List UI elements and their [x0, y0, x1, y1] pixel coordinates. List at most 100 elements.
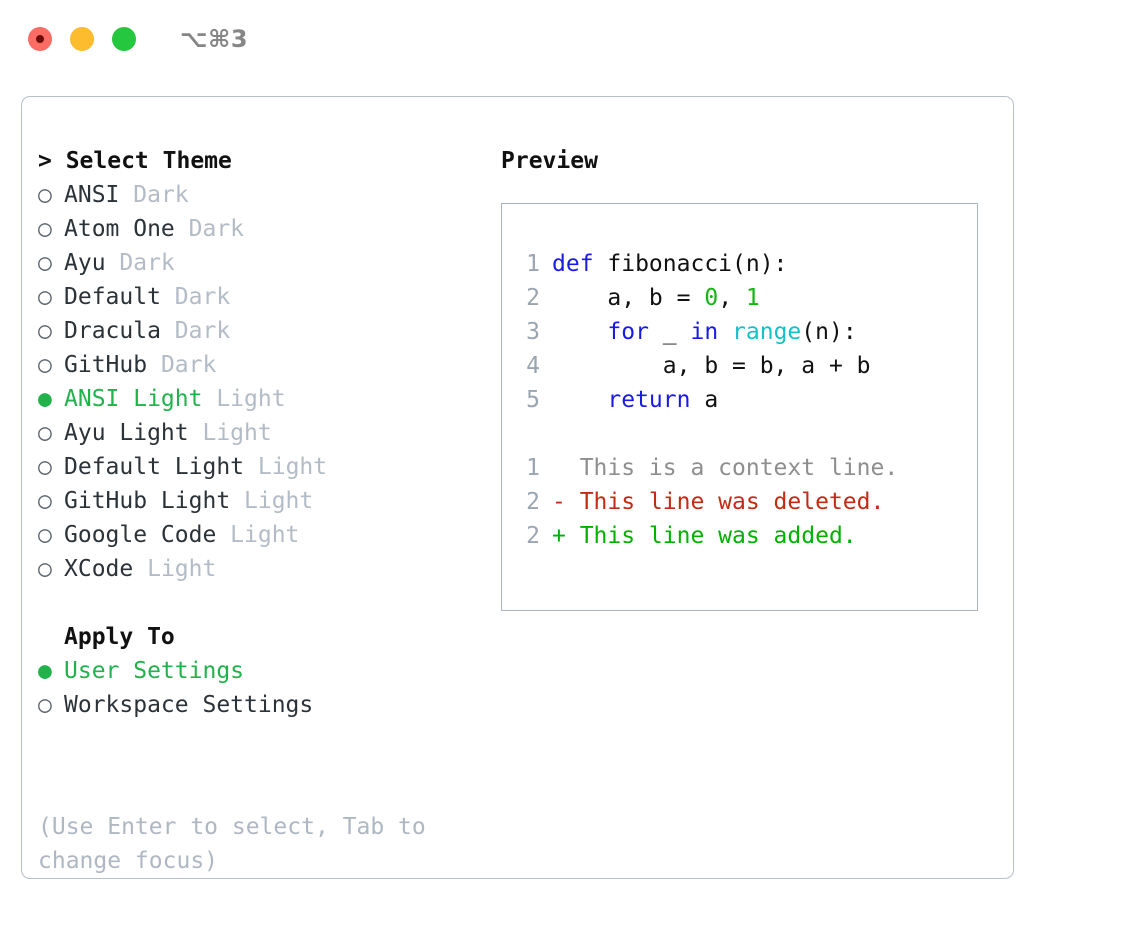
theme-variant-tag: Dark	[119, 250, 175, 276]
close-button-icon[interactable]	[28, 27, 52, 51]
radio-unselected-icon: ○	[38, 454, 52, 480]
code-token-txt: fibonacci(n):	[607, 251, 788, 277]
code-token-txt: ,	[718, 285, 746, 311]
code-token-txt: _	[648, 319, 691, 345]
theme-option-1[interactable]: ○ Atom One Dark	[38, 212, 498, 246]
code-token-num: 1	[745, 285, 760, 311]
theme-name: Ayu Light	[64, 420, 203, 446]
window-controls	[28, 27, 136, 51]
code-token-kw: for	[607, 319, 649, 345]
radio-unselected-icon: ○	[38, 692, 52, 718]
diff-lines: 1 This is a context line. 2 - This line wa…	[512, 451, 972, 553]
theme-option-5[interactable]: ○GitHub Dark	[38, 348, 498, 382]
code-line-4: 5 return a	[512, 383, 972, 417]
apply-to-option-1[interactable]: ○ Workspace Settings	[38, 688, 498, 722]
theme-variant-tag: Light	[244, 488, 314, 514]
theme-option-0[interactable]: ○ ANSI Dark	[38, 178, 498, 212]
theme-name: Ayu	[64, 250, 120, 276]
radio-unselected-icon: ○	[38, 522, 52, 548]
select-theme-header: > Select Theme	[38, 148, 232, 174]
line-number: 1	[526, 455, 540, 481]
apply-to-label: Workspace Settings	[64, 692, 314, 718]
theme-name: Atom One	[64, 216, 189, 242]
theme-name: Default Light	[64, 454, 258, 480]
theme-name: XCode	[64, 556, 148, 582]
theme-variant-tag: Dark	[188, 216, 245, 242]
apply-to-option-0[interactable]: ● User Settings	[38, 654, 498, 688]
theme-variant-tag: Dark	[133, 182, 189, 208]
code-line-2: 3 for _ in range(n):	[512, 315, 972, 349]
code-token-txt: (n):	[801, 319, 857, 345]
diff-line-2: 2+ This line was added.	[512, 519, 972, 553]
panel-columns: > Select Theme ○ANSI Dark○Atom One Dark○…	[22, 97, 1013, 878]
code-token-kw: in	[690, 319, 719, 345]
radio-unselected-icon: ○	[38, 250, 52, 276]
diff-line-0: 1 This is a context line.	[512, 451, 972, 485]
code-line-3: 4 a, b = b, a + b	[512, 349, 972, 383]
code-token-fn: range	[732, 319, 802, 345]
minimize-button-icon[interactable]	[70, 27, 94, 51]
theme-variant-tag: Light	[202, 420, 272, 446]
theme-option-8[interactable]: ○Default Light Light	[38, 450, 498, 484]
radio-unselected-icon: ○	[38, 182, 52, 208]
code-token-kw: def	[552, 251, 608, 277]
theme-selector-pane: > Select Theme ○ANSI Dark○Atom One Dark○…	[38, 144, 498, 722]
theme-variant-tag: Light	[230, 522, 300, 548]
radio-unselected-icon: ○	[38, 284, 52, 310]
theme-name: Default	[64, 284, 175, 310]
theme-option-9[interactable]: ○ GitHub Light Light	[38, 484, 498, 518]
theme-list: ○ ANSI Dark ○ Atom One Dark ○ Ayu Dark ○ Defaul…	[38, 178, 498, 586]
theme-option-11[interactable]: ○ XCode Light	[38, 552, 498, 586]
theme-option-3[interactable]: ○ Default Dark	[38, 280, 498, 314]
radio-selected-icon: ●	[38, 386, 52, 412]
radio-unselected-icon: ○	[38, 488, 52, 514]
list-spacer	[38, 586, 498, 620]
apply-to-header: Apply To	[64, 624, 175, 650]
line-number: 4	[526, 353, 540, 379]
theme-option-7[interactable]: ○ Ayu Light Light	[38, 416, 498, 450]
maximize-button-icon[interactable]	[112, 27, 136, 51]
preview-title: Preview	[501, 148, 598, 174]
theme-name: Dracula	[64, 318, 175, 344]
radio-unselected-icon: ○	[38, 556, 52, 582]
code-token-txt: a, b =	[552, 285, 705, 311]
theme-variant-tag: Light	[216, 386, 286, 412]
apply-to-list: ● User Settings ○ Workspace Settings	[38, 654, 498, 722]
line-number: 2	[526, 489, 540, 515]
radio-unselected-icon: ○	[38, 318, 52, 344]
theme-variant-tag: Light	[147, 556, 217, 582]
theme-option-4[interactable]: ○ Dracula Dark	[38, 314, 498, 348]
help-text: (Use Enter to select, Tab to change focu…	[38, 814, 440, 874]
code-line-1: 2 a, b = 0, 1	[512, 281, 972, 315]
radio-unselected-icon: ○	[38, 352, 52, 378]
radio-unselected-icon: ○	[38, 420, 52, 446]
code-token-num: 0	[704, 285, 719, 311]
theme-name: GitHub Light	[64, 488, 245, 514]
theme-option-10[interactable]: ○Google Code Light	[38, 518, 498, 552]
line-number: 2	[526, 285, 540, 311]
code-token-txt: a	[690, 387, 719, 413]
line-number: 1	[526, 251, 540, 277]
title-bar: ⌥⌘3	[0, 0, 1140, 78]
theme-option-6[interactable]: ●ANSI Light Light	[38, 382, 498, 416]
apply-to-label: User Settings	[64, 658, 245, 684]
theme-name: GitHub	[64, 352, 161, 378]
code-token-txt	[552, 319, 607, 345]
main-panel: > Select Theme ○ANSI Dark○Atom One Dark○…	[21, 96, 1014, 879]
code-line-0: 1 def fibonacci(n):	[512, 247, 972, 281]
theme-variant-tag: Dark	[174, 284, 231, 310]
diff-text-del: - This line was deleted.	[552, 489, 885, 515]
theme-option-2[interactable]: ○ Ayu Dark	[38, 246, 498, 280]
radio-unselected-icon: ○	[38, 216, 52, 242]
theme-variant-tag: Dark	[174, 318, 231, 344]
line-number: 3	[526, 319, 540, 345]
radio-selected-icon: ●	[38, 658, 52, 684]
theme-name: ANSI	[64, 182, 134, 208]
line-number: 2	[526, 523, 540, 549]
diff-line-1: 2 - This line was deleted.	[512, 485, 972, 519]
